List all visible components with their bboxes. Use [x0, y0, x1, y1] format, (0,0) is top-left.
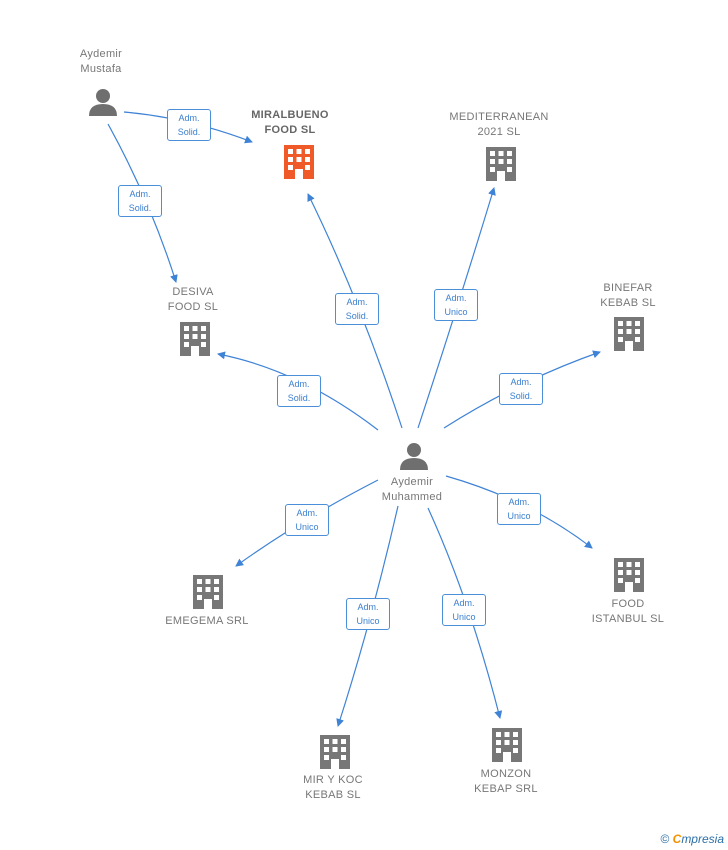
- edge-label-muhammed-monzon[interactable]: Adm. Unico: [442, 594, 486, 626]
- edge-label-line: Unico: [452, 612, 476, 622]
- brand-logo-text: mpresia: [681, 832, 724, 846]
- edge-label-line: Adm.: [346, 297, 368, 307]
- node-label-line: FOOD SL: [167, 301, 219, 313]
- edge-label-line: Unico: [507, 511, 531, 521]
- node-label-monzon[interactable]: MONZON KEBAP SRL: [458, 767, 554, 797]
- node-label-line: Muhammed: [381, 491, 443, 503]
- node-label-mir-y-koc[interactable]: MIR Y KOC KEBAB SL: [285, 773, 381, 803]
- node-label-line: FOOD: [611, 598, 645, 610]
- node-label-mediterranean[interactable]: MEDITERRANEAN 2021 SL: [441, 110, 557, 140]
- edge-label-mustafa-desiva[interactable]: Adm. Solid.: [118, 185, 162, 217]
- edge-label-muhammed-emegema[interactable]: Adm. Unico: [285, 504, 329, 536]
- edge-label-line: Adm.: [129, 189, 151, 199]
- edge-label-muhammed-desiva[interactable]: Adm. Solid.: [277, 375, 321, 407]
- copyright-icon: ©: [660, 832, 670, 846]
- person-icon-aydemir-mustafa[interactable]: [89, 89, 117, 116]
- edge-label-mustafa-miralbueno[interactable]: Adm. Solid.: [167, 109, 211, 141]
- edge-label-muhammed-food-istanbul[interactable]: Adm. Unico: [497, 493, 541, 525]
- node-label-line: MONZON: [480, 768, 532, 780]
- node-label-emegema[interactable]: EMEGEMA SRL: [156, 614, 258, 629]
- node-label-binefar[interactable]: BINEFAR KEBAB SL: [582, 281, 674, 311]
- node-label-line: FOOD SL: [264, 124, 316, 136]
- node-label-desiva[interactable]: DESIVA FOOD SL: [146, 285, 240, 315]
- node-label-line: Aydemir: [79, 48, 123, 60]
- edge-label-line: Unico: [356, 616, 380, 626]
- node-label-line: KEBAB SL: [600, 297, 656, 309]
- node-label-line: Aydemir: [390, 476, 434, 488]
- footer-brand: © Cmpresia: [660, 832, 724, 846]
- node-label-line: MIRALBUENO: [251, 109, 329, 121]
- edge-label-line: Solid.: [128, 203, 152, 213]
- node-label-line: Mustafa: [80, 63, 122, 75]
- node-label-food-istanbul[interactable]: FOOD ISTANBUL SL: [578, 597, 678, 627]
- edge-label-line: Solid.: [345, 311, 369, 321]
- edge-label-muhammed-mir-y-koc[interactable]: Adm. Unico: [346, 598, 390, 630]
- edge-label-line: Adm.: [508, 497, 530, 507]
- edge-label-muhammed-miralbueno[interactable]: Adm. Solid.: [335, 293, 379, 325]
- building-icon-mir-y-koc[interactable]: [320, 735, 350, 769]
- edge-label-line: Adm.: [178, 113, 200, 123]
- person-icon-aydemir-muhammed[interactable]: [400, 443, 428, 470]
- edge-label-line: Adm.: [288, 379, 310, 389]
- edge-label-line: Solid.: [177, 127, 201, 137]
- node-label-line: KEBAP SRL: [474, 783, 538, 795]
- brand-logo-letter: C: [672, 832, 682, 846]
- node-label-miralbueno[interactable]: MIRALBUENO FOOD SL: [240, 108, 340, 138]
- node-label-line: 2021 SL: [477, 126, 521, 138]
- building-icon-desiva[interactable]: [180, 322, 210, 356]
- node-label-line: MIR Y KOC: [303, 774, 363, 786]
- edge-label-line: Adm.: [296, 508, 318, 518]
- edge-label-line: Adm.: [357, 602, 379, 612]
- building-icon-food-istanbul[interactable]: [614, 558, 644, 592]
- node-label-line: BINEFAR: [603, 282, 653, 294]
- building-icon-binefar[interactable]: [614, 317, 644, 351]
- node-label-aydemir-muhammed[interactable]: Aydemir Muhammed: [364, 475, 460, 505]
- node-label-line: KEBAB SL: [305, 789, 361, 801]
- edge-label-muhammed-binefar[interactable]: Adm. Solid.: [499, 373, 543, 405]
- building-icon-miralbueno[interactable]: [284, 145, 314, 179]
- node-label-line: DESIVA: [172, 286, 214, 298]
- node-label-aydemir-mustafa[interactable]: Aydemir Mustafa: [63, 47, 139, 77]
- edge-label-line: Unico: [444, 307, 468, 317]
- edge-label-muhammed-mediterranean[interactable]: Adm. Unico: [434, 289, 478, 321]
- edge-label-line: Solid.: [509, 391, 533, 401]
- building-icon-emegema[interactable]: [193, 575, 223, 609]
- node-label-line: MEDITERRANEAN: [449, 111, 549, 123]
- edge-label-line: Adm.: [510, 377, 532, 387]
- node-label-line: EMEGEMA SRL: [165, 615, 249, 627]
- edge-label-line: Unico: [295, 522, 319, 532]
- edge-label-line: Adm.: [445, 293, 467, 303]
- building-icon-monzon[interactable]: [492, 728, 522, 762]
- node-label-line: ISTANBUL SL: [591, 613, 665, 625]
- building-icon-mediterranean[interactable]: [486, 147, 516, 181]
- edge-label-line: Adm.: [453, 598, 475, 608]
- edge-label-line: Solid.: [287, 393, 311, 403]
